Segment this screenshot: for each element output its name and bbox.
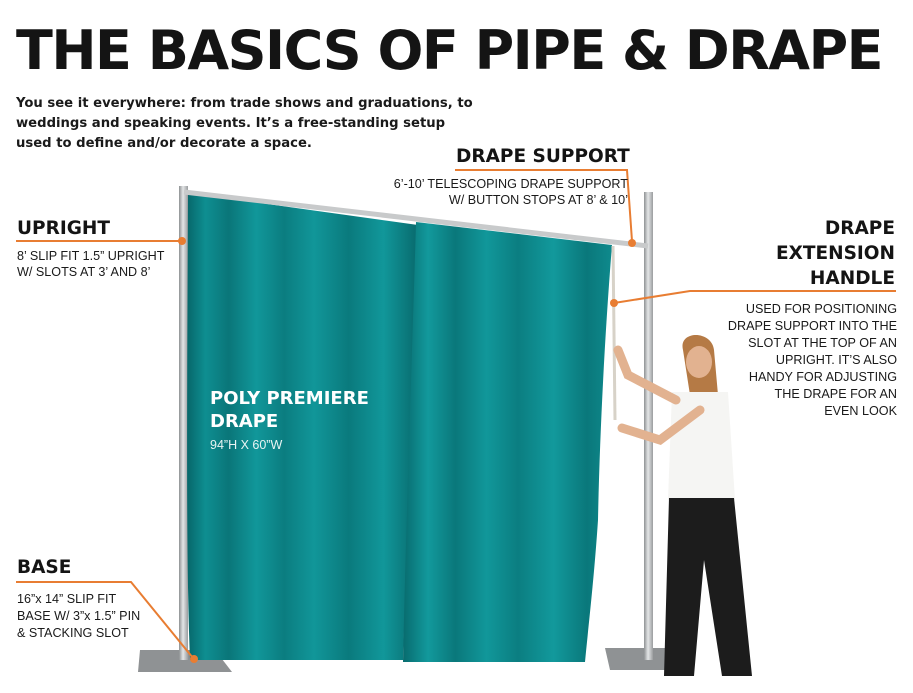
left-upright-pole	[179, 186, 188, 660]
drape-support-desc-line-1: 6’-10’ TELESCOPING DRAPE SUPPORT	[393, 177, 628, 191]
intro-text: You see it everywhere: from trade shows …	[16, 96, 473, 151]
base-heading: BASE	[17, 557, 72, 578]
drape-support-leader-line	[455, 169, 633, 242]
extension-handle-desc-line-3: SLOT AT THE TOP OF AN	[748, 336, 897, 350]
extension-handle-desc-line-4: UPRIGHT. IT’S ALSO	[775, 353, 897, 367]
drape-heading: POLY PREMIERE DRAPE	[210, 388, 369, 432]
drape-size: 94”H X 60”W	[210, 438, 283, 452]
page-title: THE BASICS OF PIPE & DRAPE	[16, 19, 884, 82]
extension-handle-heading-line-2: EXTENSION	[775, 243, 895, 264]
drape-support-crossbar	[183, 189, 649, 249]
drape-support-heading: DRAPE SUPPORT	[456, 146, 630, 167]
extension-handle-desc-line-6: THE DRAPE FOR AN	[774, 387, 897, 401]
drape-support-leader-dot	[628, 239, 636, 247]
drape-support-desc-line-2: W/ BUTTON STOPS AT 8’ & 10’	[448, 193, 628, 207]
person-figure	[613, 335, 752, 676]
right-drape-panel	[403, 222, 612, 662]
upright-desc-line-1: 8’ SLIP FIT 1.5” UPRIGHT	[17, 249, 165, 263]
extension-handle-pole	[611, 245, 617, 421]
extension-handle-heading-line-3: HANDLE	[809, 268, 895, 289]
leader-lines	[16, 169, 896, 659]
extension-handle-desc-line-2: DRAPE SUPPORT INTO THE	[727, 319, 897, 333]
upright-desc-line-2: W/ SLOTS AT 3’ AND 8’	[17, 265, 151, 279]
extension-handle-desc-line-5: HANDY FOR ADJUSTING	[748, 370, 897, 384]
upright-leader-dot	[178, 237, 186, 245]
right-upright-pole	[644, 192, 653, 660]
extension-handle-desc-line-7: EVEN LOOK	[824, 404, 897, 418]
base-desc-line-2: BASE W/ 3”x 1.5” PIN	[17, 609, 141, 623]
left-drape-panel	[187, 193, 418, 660]
upright-heading: UPRIGHT	[17, 218, 110, 239]
extension-handle-leader-dot	[610, 299, 618, 307]
base-desc-line-3: & STACKING SLOT	[17, 626, 129, 640]
base-leader-line	[16, 581, 194, 659]
extension-handle-heading-line-1: DRAPE	[824, 218, 895, 239]
base-leader-dot	[190, 655, 198, 663]
base-desc-line-1: 16”x 14” SLIP FIT	[17, 592, 117, 606]
extension-handle-desc-line-1: USED FOR POSITIONING	[745, 302, 897, 316]
extension-handle-leader-line	[613, 290, 896, 304]
